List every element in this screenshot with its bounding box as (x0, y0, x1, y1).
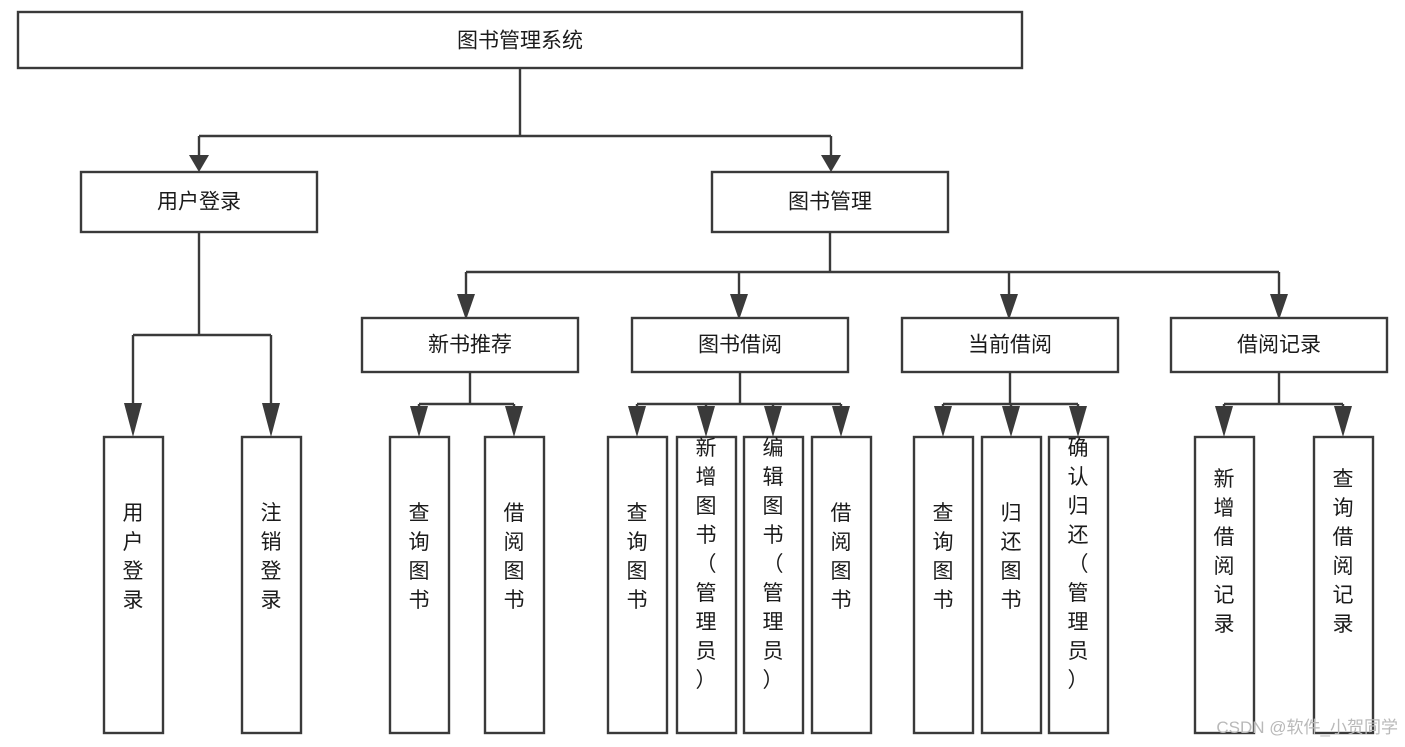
leaf-query-book-bb-box[interactable] (606, 435, 669, 735)
arrow-head-bb-leaf2 (697, 406, 715, 437)
leaf-logout-label: 注销登录 (261, 502, 282, 612)
leaf-node[interactable]: 新增借阅记录 (1193, 435, 1256, 735)
leaf-add-book-label: 新增图书（管理员） (696, 437, 717, 692)
node-book-borrow-label: 图书借阅 (698, 334, 782, 357)
leaf-return-book-box[interactable] (980, 435, 1043, 735)
node-new-book-recommend-label: 新书推荐 (428, 334, 512, 357)
arrow-head-br-leaf2 (1334, 406, 1352, 437)
leaf-confirm-return-label: 确认归还（管理员） (1068, 437, 1089, 692)
arrow-head-bb-leaf3 (764, 406, 782, 437)
arrow-head-cb-leaf2 (1002, 406, 1020, 437)
node-book-management[interactable]: 图书管理 (710, 170, 950, 234)
leaf-add-book-box[interactable] (675, 435, 738, 735)
leaf-node[interactable]: 注销登录 (240, 435, 303, 735)
arrow-head-borrow-record (1270, 294, 1288, 320)
leaf-add-record-label: 新增借阅记录 (1214, 468, 1235, 636)
arrow-head-leaf-logout (262, 403, 280, 437)
node-current-borrow-box[interactable] (900, 316, 1120, 374)
node-root-box[interactable] (16, 10, 1024, 70)
leaf-node[interactable]: 查询图书 (606, 435, 669, 735)
leaf-logout-box[interactable] (240, 435, 303, 735)
node-root-label: 图书管理系统 (457, 30, 583, 53)
arrow-head-nb-leaf2 (505, 406, 523, 437)
arrow-head-user-login (189, 155, 209, 172)
leaf-node[interactable]: 确认归还（管理员） (1047, 435, 1110, 735)
arrow-head-current-borrow (1000, 294, 1018, 320)
arrow-head-br-leaf1 (1215, 406, 1233, 437)
leaf-node[interactable]: 用户登录 (102, 435, 165, 735)
node-new-book-recommend[interactable]: 新书推荐 (360, 316, 580, 374)
node-borrow-record-label: 借阅记录 (1237, 334, 1321, 357)
leaf-node[interactable]: 编辑图书（管理员） (742, 435, 805, 735)
arrow-head-new-book (457, 294, 475, 320)
leaf-query-book-cb-box[interactable] (912, 435, 975, 735)
arrow-head-nb-leaf1 (410, 406, 428, 437)
arrow-head-cb-leaf3 (1069, 406, 1087, 437)
leaf-query-book-cb-label: 查询图书 (933, 502, 954, 612)
leaf-borrow-book-bb-label: 借阅图书 (831, 502, 852, 612)
node-current-borrow[interactable]: 当前借阅 (900, 316, 1120, 374)
leaf-borrow-book-nb-label: 借阅图书 (504, 502, 525, 612)
csdn-watermark: CSDN @软件_小贺同学 (1216, 718, 1398, 737)
arrow-head-book-mgmt (821, 155, 841, 172)
arrow-head-cb-leaf1 (934, 406, 952, 437)
leaf-node[interactable]: 查询图书 (388, 435, 451, 735)
leaf-borrow-book-bb-box[interactable] (810, 435, 873, 735)
leaf-query-record-label: 查询借阅记录 (1333, 468, 1354, 636)
leaf-edit-book-box[interactable] (742, 435, 805, 735)
leaf-user-login-box[interactable] (102, 435, 165, 735)
arrow-head-leaf-user-login (124, 403, 142, 437)
node-book-borrow[interactable]: 图书借阅 (630, 316, 850, 374)
arrow-head-bb-leaf1 (628, 406, 646, 437)
leaf-query-record-box[interactable] (1312, 435, 1375, 735)
node-borrow-record[interactable]: 借阅记录 (1169, 316, 1389, 374)
leaf-query-book-bb-label: 查询图书 (627, 502, 648, 612)
leaf-node[interactable]: 借阅图书 (810, 435, 873, 735)
leaf-node[interactable]: 查询借阅记录 (1312, 435, 1375, 735)
node-user-login[interactable]: 用户登录 (79, 170, 319, 234)
leaf-query-book-nb-label: 查询图书 (409, 502, 430, 612)
leaf-user-login-label: 用户登录 (123, 502, 144, 612)
arrow-head-book-borrow (730, 294, 748, 320)
connector-layer (124, 68, 1352, 437)
leaf-borrow-book-nb-box[interactable] (483, 435, 546, 735)
node-user-login-label: 用户登录 (157, 191, 241, 214)
arrow-head-bb-leaf4 (832, 406, 850, 437)
leaf-node[interactable]: 查询图书 (912, 435, 975, 735)
node-book-management-label: 图书管理 (788, 191, 872, 214)
node-book-management-box[interactable] (710, 170, 950, 234)
leaf-query-book-nb-box[interactable] (388, 435, 451, 735)
node-user-login-box[interactable] (79, 170, 319, 234)
leaf-return-book-label: 归还图书 (1001, 502, 1022, 612)
node-root[interactable]: 图书管理系统 (16, 10, 1024, 70)
node-new-book-recommend-box[interactable] (360, 316, 580, 374)
leaf-confirm-return-box[interactable] (1047, 435, 1110, 735)
node-book-borrow-box[interactable] (630, 316, 850, 374)
leaf-node[interactable]: 新增图书（管理员） (675, 435, 738, 735)
node-current-borrow-label: 当前借阅 (968, 334, 1052, 357)
leaf-add-record-box[interactable] (1193, 435, 1256, 735)
leaf-edit-book-label: 编辑图书（管理员） (763, 437, 784, 692)
node-borrow-record-box[interactable] (1169, 316, 1389, 374)
leaf-node[interactable]: 归还图书 (980, 435, 1043, 735)
leaf-node[interactable]: 借阅图书 (483, 435, 546, 735)
